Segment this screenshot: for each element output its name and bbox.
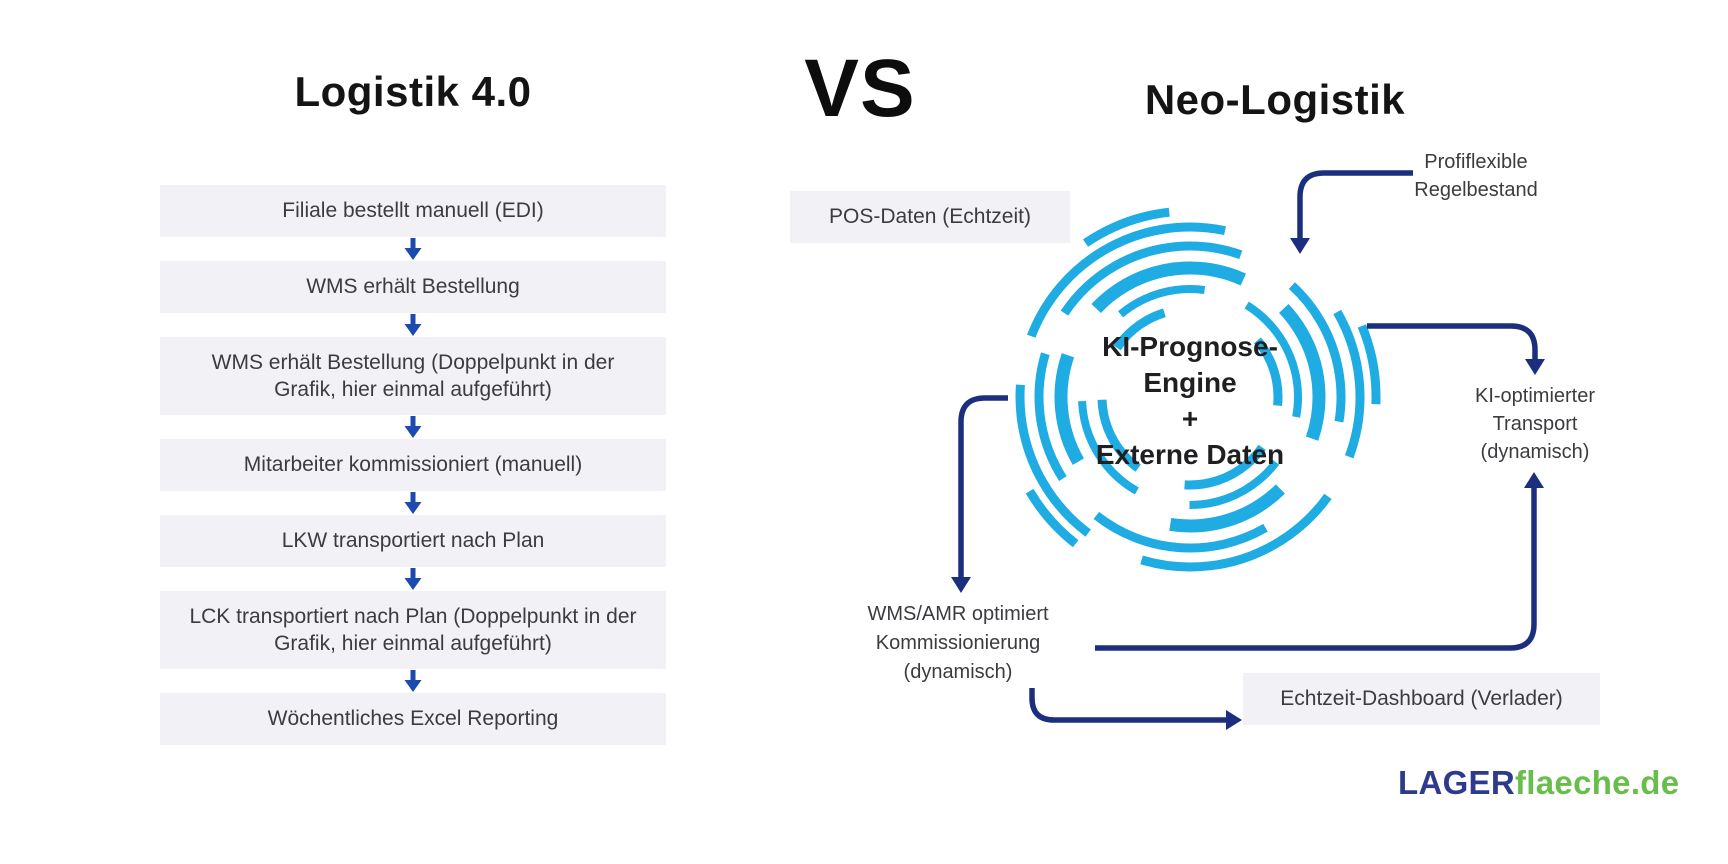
vs-label: VS (804, 43, 916, 134)
arrowhead-right-icon (1226, 710, 1242, 730)
flow-step-2-label: WMS erhält Bestellung (306, 275, 520, 299)
logo-part-flaeche: flaeche.de (1515, 764, 1680, 801)
flow-arrow-row (160, 491, 666, 515)
arrowhead-down-icon (951, 577, 971, 593)
flow-step-4: Mitarbeiter kommissioniert (manuell) (160, 439, 666, 491)
flow-step-7: Wöchentliches Excel Reporting (160, 693, 666, 745)
ai-engine-core-label: KI-Prognose- Engine + Externe Daten (1040, 329, 1340, 473)
wms-amr-label: WMS/AMR optimiert Kommissionierung (dyna… (867, 603, 1049, 683)
core-line-1: KI-Prognose- (1102, 331, 1278, 362)
core-line-2: Engine (1143, 367, 1237, 398)
flow-step-7-label: Wöchentliches Excel Reporting (267, 707, 559, 731)
flow-step-3-label: WMS erhält Bestellung (Doppelpunkt in de… (211, 350, 615, 401)
core-line-3: Externe Daten (1095, 439, 1285, 470)
down-arrow-icon (404, 314, 422, 336)
flow-arrow-row (160, 237, 666, 261)
brand-logo: LAGERflaeche.de (1398, 764, 1679, 802)
arrow-engine-to-wms (958, 395, 1008, 577)
down-arrow-icon (404, 670, 422, 692)
down-arrow-icon (404, 568, 422, 590)
arrowhead-up-icon (1524, 472, 1544, 488)
arrow-engine-to-transport (1367, 323, 1538, 359)
flow-arrow-row (160, 669, 666, 693)
pos-data-box: POS-Daten (Echtzeit) (790, 191, 1070, 243)
flow-arrow-row (160, 313, 666, 337)
flow-step-1: Filiale bestellt manuell (EDI) (160, 185, 666, 237)
flow-step-2: WMS erhält Bestellung (160, 261, 666, 313)
arrowhead-down-icon (1290, 238, 1310, 254)
core-plus: + (1181, 403, 1199, 434)
flow-step-5-label: LKW transportiert nach Plan (281, 529, 545, 553)
ki-transport-label: KI-optimierter Transport (dynamisch) (1474, 385, 1596, 463)
arrow-wms-to-dashboard (1029, 688, 1226, 723)
down-arrow-icon (404, 416, 422, 438)
pos-data-label: POS-Daten (Echtzeit) (829, 205, 1031, 228)
flow-step-5: LKW transportiert nach Plan (160, 515, 666, 567)
flow-arrow-row (160, 567, 666, 591)
dashboard-box: Echtzeit-Dashboard (Verlader) (1243, 673, 1600, 725)
flow-step-6: LCK transportiert nach Plan (Doppelpunkt… (160, 591, 666, 669)
down-arrow-icon (404, 238, 422, 260)
logo-part-lager: LAGER (1398, 764, 1515, 801)
right-title: Neo-Logistik (1144, 76, 1406, 123)
flow-step-1-label: Filiale bestellt manuell (EDI) (282, 199, 544, 223)
flow-step-3: WMS erhält Bestellung (Doppelpunkt in de… (160, 337, 666, 415)
arrowhead-down-icon (1525, 359, 1545, 375)
arrow-wms-to-transport (1095, 488, 1537, 651)
left-title: Logistik 4.0 (294, 68, 532, 115)
profiflexible-label: Profiflexible Regelbestand (1414, 151, 1538, 201)
flow-step-4-label: Mitarbeiter kommissioniert (manuell) (243, 453, 583, 477)
dashboard-label: Echtzeit-Dashboard (Verlader) (1280, 687, 1563, 710)
down-arrow-icon (404, 492, 422, 514)
flow-arrow-row (160, 415, 666, 439)
flow-step-6-label: LCK transportiert nach Plan (Doppelpunkt… (189, 604, 637, 655)
logistik40-flowchart: Filiale bestellt manuell (EDI) WMS erhäl… (160, 185, 666, 745)
